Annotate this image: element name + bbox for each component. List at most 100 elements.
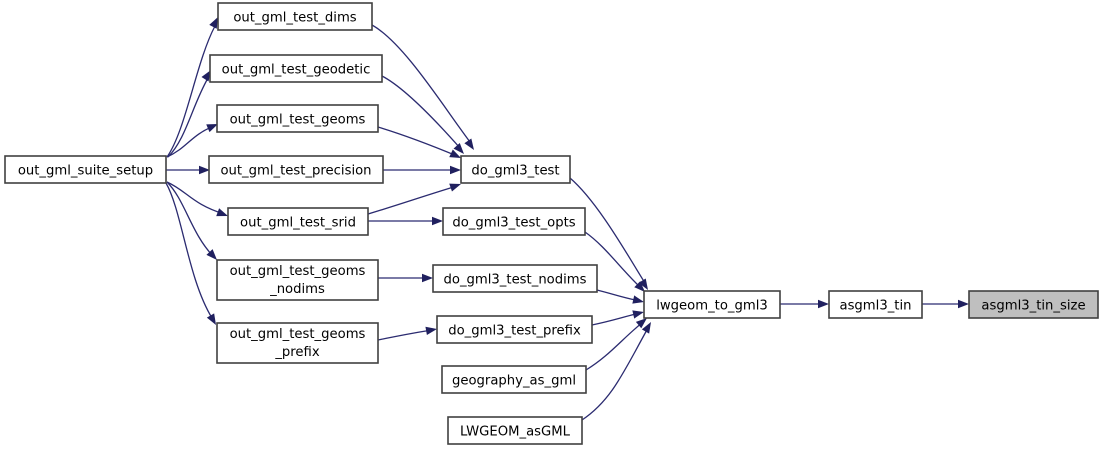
node-box[interactable] [227,207,369,236]
node-asgml3_tin_size[interactable]: asgml3_tin_size [968,290,1099,319]
edge-do_gml3_test_nodims-to-lwgeom_to_gml3 [596,289,644,304]
node-out_gml_test_srid[interactable]: out_gml_test_srid [227,207,369,236]
node-label: out_gml_test_geodetic [222,63,371,78]
arrow-head-icon [432,216,443,226]
arrow-head-icon [450,165,461,175]
node-label: out_gml_test_geoms [230,113,366,128]
node-label: asgml3_tin [839,299,911,314]
node-label-line2: _nodims [269,282,325,297]
edge-line [167,77,209,158]
edges-layer [165,17,969,421]
node-out_gml_test_geoms_prefix[interactable]: out_gml_test_geoms_prefix [216,322,379,364]
node-label: out_gml_test_geoms [230,327,366,342]
node-label: lwgeom_to_gml3 [656,299,768,314]
node-out_gml_test_geoms[interactable]: out_gml_test_geoms [216,104,379,133]
node-box[interactable] [643,290,781,319]
node-out_gml_test_precision[interactable]: out_gml_test_precision [208,155,384,184]
edge-out_gml_test_geoms_prefix-to-do_gml3_test_prefix [377,326,437,341]
node-do_gml3_test_prefix[interactable]: do_gml3_test_prefix [436,315,593,344]
edge-out_gml_suite_setup-to-out_gml_test_geoms_prefix [165,182,216,325]
arrow-head-icon [209,17,218,29]
arrow-head-icon [216,208,228,217]
edge-out_gml_suite_setup-to-out_gml_test_geoms [166,124,218,158]
node-label: out_gml_test_precision [220,164,371,179]
edge-out_gml_suite_setup-to-out_gml_test_geodetic [167,70,211,158]
edge-line [584,231,642,289]
node-lwgeom_to_gml3[interactable]: lwgeom_to_gml3 [643,290,781,319]
node-out_gml_test_dims[interactable]: out_gml_test_dims [217,2,373,31]
node-box[interactable] [208,155,384,184]
edge-out_gml_suite_setup-to-out_gml_test_geoms_nodims [166,181,217,260]
edge-line [377,329,433,341]
node-do_gml3_test_nodims[interactable]: do_gml3_test_nodims [432,264,598,293]
node-box[interactable] [4,155,167,184]
node-box[interactable] [209,54,383,83]
node-box[interactable] [216,104,379,133]
node-label: out_gml_suite_setup [18,164,153,179]
edge-out_gml_suite_setup-to-out_gml_test_dims [166,17,218,158]
arrow-head-icon [449,183,461,192]
arrow-head-icon [206,249,217,260]
arrow-head-icon [818,299,829,309]
node-box[interactable] [968,290,1099,319]
arrow-head-icon [641,322,651,334]
node-label: do_gml3_test_prefix [448,324,581,339]
node-box[interactable] [217,2,373,31]
node-box[interactable] [447,416,583,445]
node-do_gml3_test_opts[interactable]: do_gml3_test_opts [442,207,586,236]
edge-geography_as_gml-to-lwgeom_to_gml3 [585,318,647,371]
arrow-head-icon [199,165,210,175]
node-box[interactable] [432,264,598,293]
arrow-head-icon [638,278,648,290]
edge-line [585,321,644,371]
node-box[interactable] [436,315,593,344]
node-label: do_gml3_test_nodims [444,273,587,288]
node-label: do_gml3_test [471,164,559,179]
edge-line [581,327,649,421]
arrow-head-icon [632,310,644,319]
arrow-head-icon [464,138,474,150]
node-box[interactable] [441,365,587,394]
node-label: out_gml_test_srid [240,216,356,231]
node-label: LWGEOM_asGML [460,425,571,440]
node-out_gml_test_geodetic[interactable]: out_gml_test_geodetic [209,54,383,83]
arrow-head-icon [206,313,216,325]
node-out_gml_suite_setup[interactable]: out_gml_suite_setup [4,155,167,184]
edge-lwgeom_to_gml3-to-asgml3_tin [780,299,829,309]
node-geography_as_gml[interactable]: geography_as_gml [441,365,587,394]
node-box[interactable] [216,259,379,301]
node-box[interactable] [442,207,586,236]
edge-line [166,125,215,158]
edge-out_gml_test_srid-to-do_gml3_test [367,183,461,215]
edge-line [165,182,213,319]
edge-line [166,25,216,158]
arrow-head-icon [453,143,464,154]
node-do_gml3_test[interactable]: do_gml3_test [460,155,571,184]
edge-out_gml_test_geoms-to-do_gml3_test [377,126,461,158]
node-box[interactable] [216,322,379,364]
edge-line [591,312,641,326]
edge-out_gml_test_geoms_nodims-to-do_gml3_test_nodims [378,273,433,283]
edge-out_gml_test_precision-to-do_gml3_test [383,165,461,175]
arrow-head-icon [634,281,645,292]
node-box[interactable] [460,155,571,184]
edge-line [569,177,646,284]
edge-out_gml_test_dims-to-do_gml3_test [371,24,474,150]
arrow-head-icon [201,70,211,82]
edge-out_gml_suite_setup-to-out_gml_test_precision [166,165,210,175]
edge-do_gml3_test_prefix-to-lwgeom_to_gml3 [591,310,644,326]
node-asgml3_tin[interactable]: asgml3_tin [828,290,923,319]
node-box[interactable] [828,290,923,319]
node-LWGEOM_asGML[interactable]: LWGEOM_asGML [447,416,583,445]
edge-line [371,24,471,143]
arrow-head-icon [422,273,433,283]
edge-do_gml3_test_opts-to-lwgeom_to_gml3 [584,231,645,292]
node-label: do_gml3_test_opts [452,216,575,231]
node-label: out_gml_test_dims [233,11,356,26]
edge-out_gml_suite_setup-to-out_gml_test_srid [166,181,228,217]
edge-out_gml_test_srid-to-do_gml3_test_opts [368,216,443,226]
edge-line [377,126,458,157]
arrow-head-icon [958,299,969,309]
arrow-head-icon [449,149,461,158]
node-out_gml_test_geoms_nodims[interactable]: out_gml_test_geoms_nodims [216,259,379,301]
